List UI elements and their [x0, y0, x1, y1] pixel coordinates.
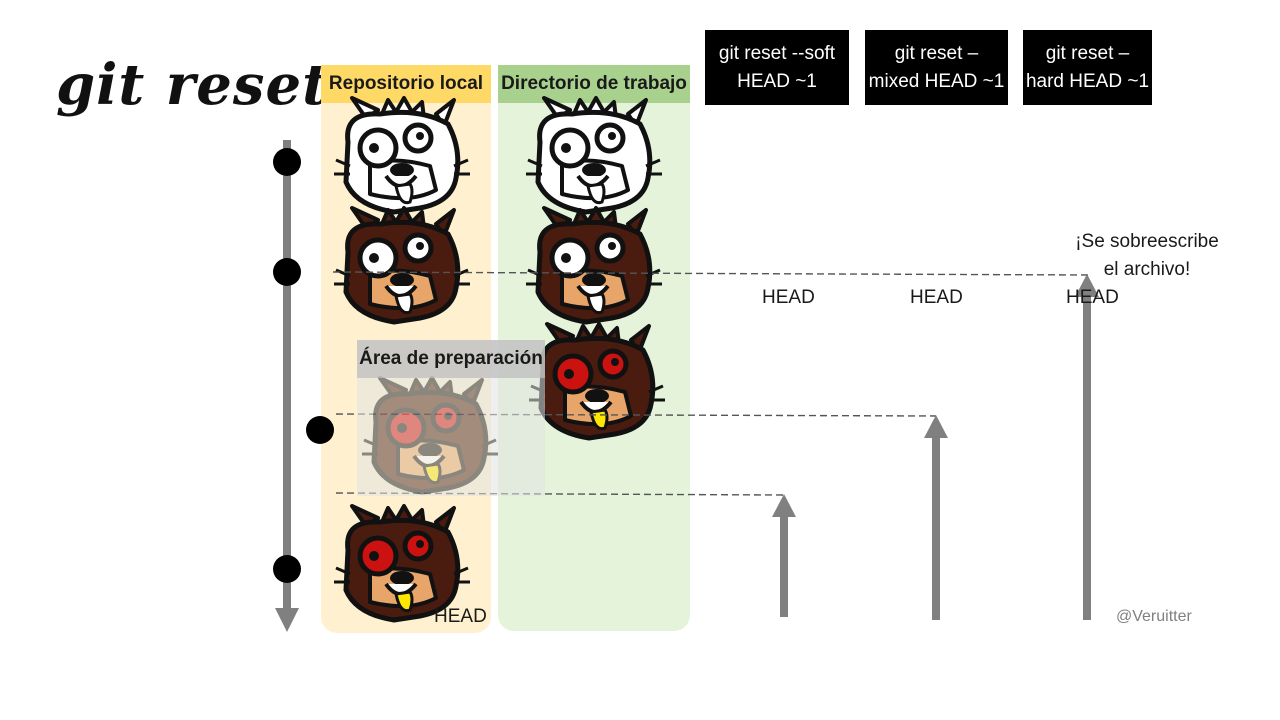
git-reset-mixed-label: git reset – mixed HEAD ~1 [868, 42, 1005, 92]
local-repository-header: Repositorio local [321, 65, 491, 103]
commit-dot-2 [273, 258, 301, 286]
staging-area-header: Área de preparación [357, 340, 545, 378]
overwrite-note: ¡Se sobreescribe el archivo! [1075, 231, 1219, 280]
author-credit: @Veruitter [1116, 608, 1192, 625]
head-label-local: HEAD [434, 606, 487, 627]
git-reset-hard-label: git reset – hard HEAD ~1 [1025, 42, 1150, 92]
head-reference-line [332, 271, 1091, 276]
working-directory-header: Directorio de trabajo [498, 65, 690, 103]
page-title: git reset [56, 52, 329, 118]
staging-dog-face-icon [362, 378, 498, 492]
commit-dot-3 [273, 555, 301, 583]
hard-arrowhead [1075, 274, 1099, 297]
commit-dot-1 [273, 148, 301, 176]
head-label-soft: HEAD [762, 287, 815, 308]
head-label-hard: HEAD [1066, 287, 1119, 308]
git-reset-soft-label: git reset --soft HEAD ~1 [718, 42, 836, 92]
soft-arrowhead [772, 494, 796, 517]
timeline-arrowhead [275, 608, 299, 632]
git-reset-hard-box: git reset – hard HEAD ~1 [1023, 30, 1152, 105]
git-reset-soft-box: git reset --soft HEAD ~1 [705, 30, 849, 105]
head-label-mixed: HEAD [910, 287, 963, 308]
mixed-arrowhead [924, 415, 948, 438]
git-reset-mixed-box: git reset – mixed HEAD ~1 [865, 30, 1008, 105]
soft-reference-line [335, 492, 785, 496]
commit-dot-staging [306, 416, 334, 444]
